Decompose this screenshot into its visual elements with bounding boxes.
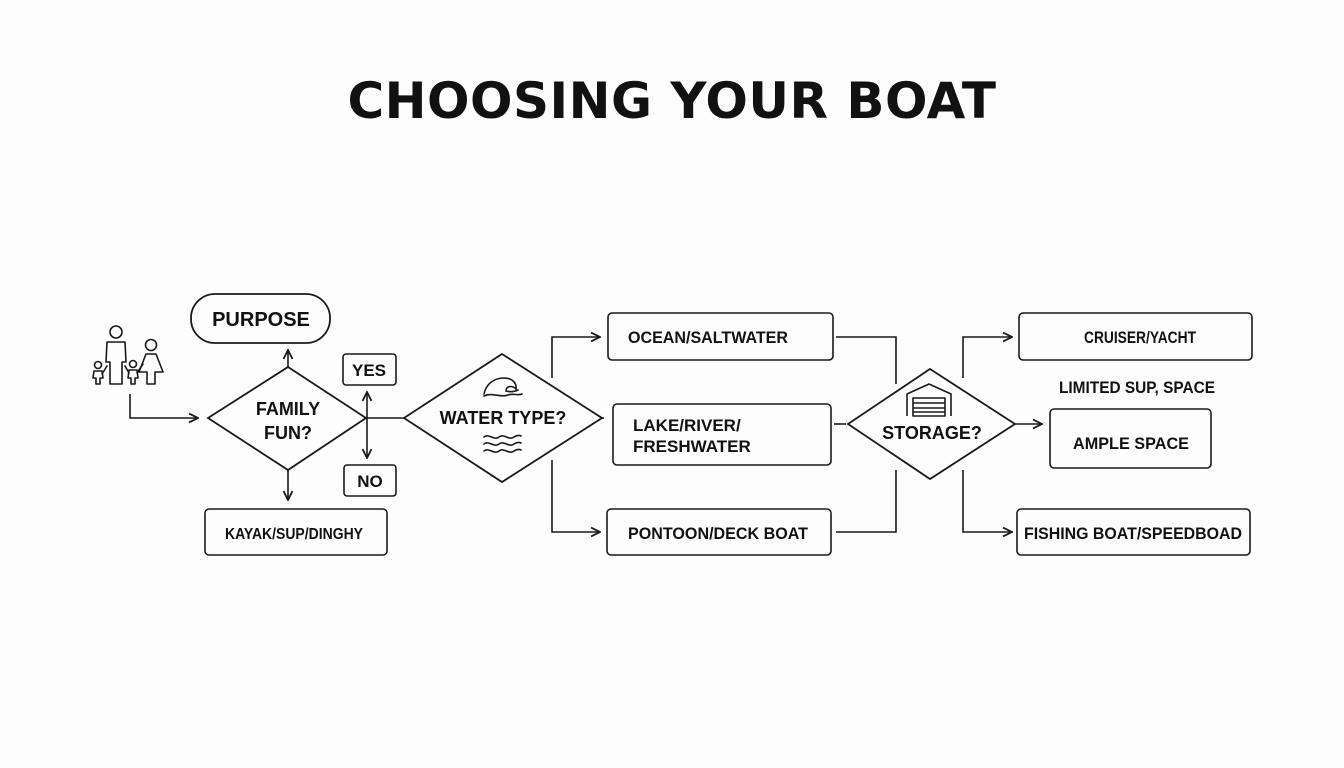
ocean-node	[607, 312, 834, 361]
pontoon-label: PONTOON/DECK BOAT	[628, 524, 809, 543]
family-fun-decision	[206, 365, 368, 472]
cruiser-node	[1018, 312, 1253, 361]
ocean-label: OCEAN/SALTWATER	[628, 328, 788, 347]
connector-watertype-to-ocean	[551, 337, 600, 378]
fishing-node	[1016, 508, 1251, 556]
connectors	[129, 336, 1042, 533]
fishing-label: FISHING BOAT/SPEEDBOAD	[1024, 524, 1242, 543]
connector-ocean-to-storage	[836, 336, 897, 384]
connector-storage-to-cruiser	[962, 337, 1012, 378]
wave-icon	[483, 377, 523, 453]
connector-watertype-to-pontoon	[551, 460, 600, 532]
ample-node	[1049, 408, 1212, 469]
family-fun-label-line2: FUN?	[264, 423, 312, 443]
water-type-decision	[402, 352, 604, 484]
ample-label: AMPLE SPACE	[1073, 434, 1189, 453]
no-node	[343, 464, 397, 497]
purpose-label: PURPOSE	[212, 309, 310, 331]
storage-decision	[846, 367, 1017, 481]
connector-family-to-familyfun	[129, 394, 198, 418]
water-type-label: WATER TYPE?	[440, 408, 567, 428]
no-label: NO	[357, 472, 383, 491]
storage-label: STORAGE?	[882, 423, 982, 443]
family-icon	[92, 325, 164, 385]
pontoon-node	[606, 508, 832, 556]
lake-label-line1: LAKE/RIVER/	[633, 416, 741, 435]
garage-icon	[906, 383, 952, 417]
page-title: CHOOSING YOUR BOAT	[347, 72, 997, 130]
connector-storage-to-fishing	[962, 470, 1012, 532]
lake-node	[612, 403, 832, 466]
connector-pontoon-to-storage	[836, 470, 897, 533]
cruiser-label: CRUISER/YACHT	[1084, 328, 1196, 347]
kayak-node	[204, 508, 388, 556]
limited-space-label: LIMITED SUP, SPACE	[1059, 378, 1215, 397]
yes-label: YES	[352, 361, 386, 380]
family-fun-label-line1: FAMILY	[256, 399, 320, 419]
kayak-label: KAYAK/SUP/DINGHY	[225, 526, 363, 543]
yes-node	[342, 353, 397, 386]
purpose-node	[190, 293, 331, 344]
lake-label-line2: FRESHWATER	[633, 437, 751, 456]
